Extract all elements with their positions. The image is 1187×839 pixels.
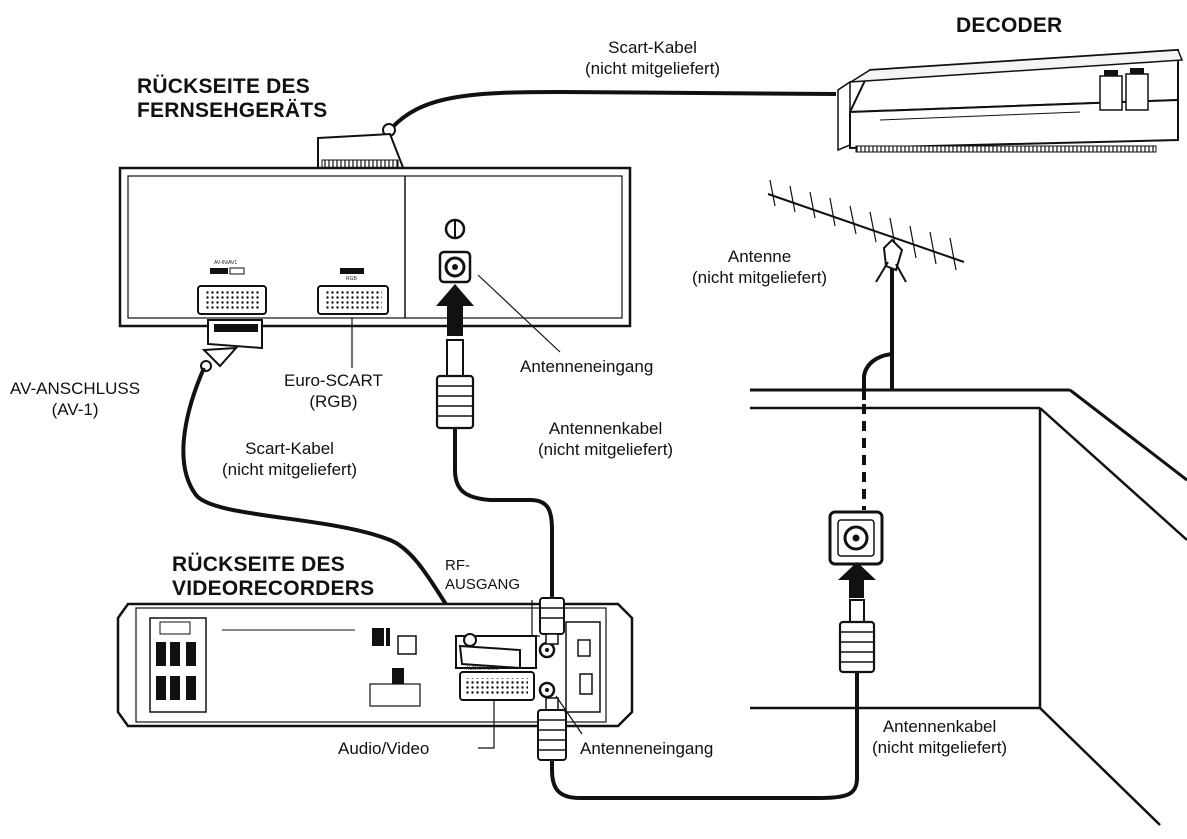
antenna-icon [767,179,965,400]
label-scart-top-line1: Scart-Kabel [608,38,697,57]
label-antenne: Antenne (nicht mitgeliefert) [692,246,827,288]
label-antennenkabel-mid-line2: (nicht mitgeliefert) [538,440,674,459]
scart-plug-vcr [458,633,521,670]
label-tv-rear-line1: RÜCKSEITE DES [137,75,310,98]
antenna-cable-wall-vcr [550,672,859,800]
label-antennenkabel-right: Antennenkabel (nicht mitgeliefert) [872,716,1007,758]
label-scart-mid: Scart-Kabel (nicht mitgeliefert) [222,438,357,480]
label-av-anschluss-line2: (AV-1) [51,400,99,419]
label-rf-ausgang-line1: RF- [445,557,470,574]
label-av-anschluss: AV-ANSCHLUSS (AV-1) [10,378,140,420]
label-antenne-line1: Antenne [727,247,792,266]
label-tv-rear: RÜCKSEITE DES FERNSEHGERÄTS [137,75,327,123]
label-rf-ausgang: RF- AUSGANG [445,556,520,594]
label-vcr-rear: RÜCKSEITE DES VIDEORECORDERS [172,553,374,601]
label-antennenkabel-right-line2: (nicht mitgeliefert) [872,738,1008,757]
leader-antenneneingang-vcr [555,695,583,735]
label-antenne-line2: (nicht mitgeliefert) [692,268,828,287]
label-antenneneingang-vcr: Antenneneingang [580,739,714,758]
tv-rear-panel [118,166,632,328]
label-scart-top-line2: (nicht mitgeliefert) [585,59,721,78]
label-vcr-rear-line1: RÜCKSEITE DES [172,553,345,576]
label-antennenkabel-mid: Antennenkabel (nicht mitgeliefert) [538,418,673,460]
label-scart-mid-line2: (nicht mitgeliefert) [222,460,358,479]
label-scart-top: Scart-Kabel (nicht mitgeliefert) [585,37,720,79]
label-av-anschluss-line1: AV-ANSCHLUSS [10,379,141,398]
vcr-av-socket-mark: AUDIO/VIDEO [466,666,499,672]
arrow-up-icon [436,284,474,336]
label-vcr-rear-line2: VIDEORECORDERS [172,577,375,600]
antenna-plug-tv [435,339,475,430]
label-rf-ausgang-line2: AUSGANG [445,576,521,593]
wall-antenna-socket [828,510,884,566]
label-euro-scart-line2: (RGB) [309,392,358,411]
leader-audio-video [478,700,495,749]
label-scart-mid-line1: Scart-Kabel [245,439,334,458]
label-antennenkabel-right-line1: Antennenkabel [882,717,997,736]
label-decoder: DECODER [956,14,1063,37]
label-euro-scart: Euro-SCART (RGB) [284,370,383,412]
label-audio-video: Audio/Video [338,739,430,758]
leader-rf-ausgang [531,600,540,637]
scart-cable-top [388,89,837,132]
rf-out-plug [539,597,565,645]
label-antenneneingang-tv: Antenneneingang [520,357,654,376]
vcr-rear-panel [116,602,634,728]
scart-cable-av [181,367,472,642]
leader-antenneneingang-tv [477,274,561,353]
antenna-in-plug-vcr [537,697,567,761]
label-tv-rear-line2: FERNSEHGERÄTS [137,99,328,122]
arrow-up-icon-wall [838,562,876,598]
scart-plug-top [317,123,406,175]
label-antennenkabel-mid-line1: Antennenkabel [548,419,663,438]
room-wall [750,388,1187,826]
scart-plug-av [200,319,263,372]
tv-av-socket-mark: AV-IN/AV1 [214,260,238,266]
label-euro-scart-line1: Euro-SCART [284,371,383,390]
tv-rgb-socket-mark: RGB [346,276,357,282]
antenna-plug-wall [838,599,876,674]
antenna-cable-tv-vcr [453,428,554,600]
decoder-device [837,48,1184,153]
